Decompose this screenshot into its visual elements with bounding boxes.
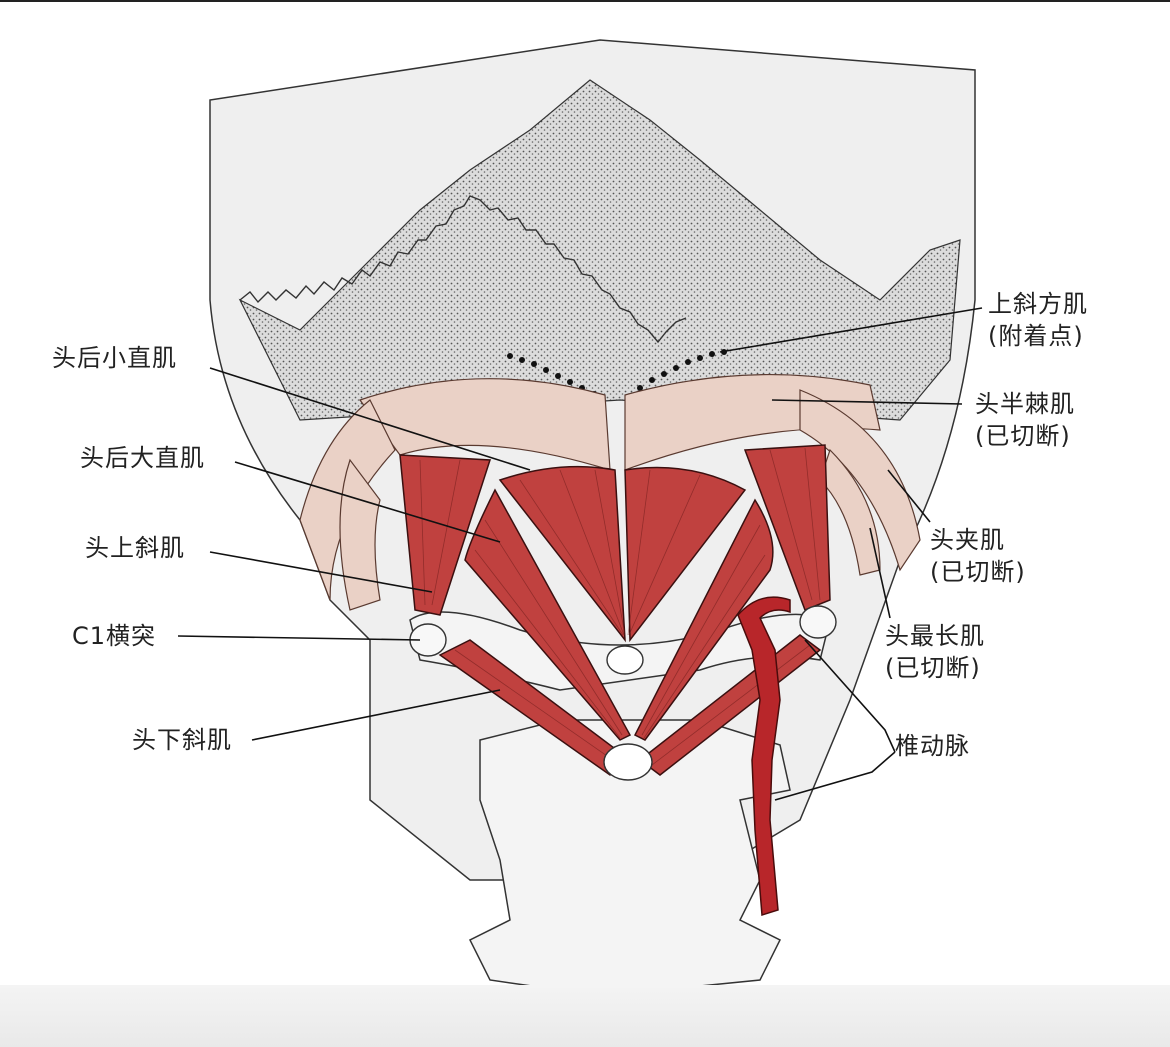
leader-rcp-minor <box>209 367 531 471</box>
leader-rcp-major <box>234 461 501 543</box>
leader-c1 <box>177 635 421 641</box>
label-obliquus-capitis-inferior: 头下斜肌 <box>132 726 232 754</box>
obliquus-capitis-superior <box>399 444 831 616</box>
label-c1-transverse-process: C1横突 <box>72 622 157 650</box>
label-semispinalis-line2: (已切断) <box>975 422 1071 450</box>
leader-oci <box>251 689 501 741</box>
atlas-posterior-tubercle <box>606 645 644 675</box>
bottom-band <box>0 985 1170 1047</box>
rectus-capitis-posterior-major <box>464 488 774 741</box>
label-longissimus-line1: 头最长肌 <box>885 622 985 650</box>
label-trapezius-line2: (附着点) <box>988 322 1084 350</box>
occipital-bone <box>238 79 961 421</box>
top-border <box>0 0 1170 2</box>
label-trapezius-line1: 上斜方肌 <box>988 290 1088 318</box>
leader-semispinalis <box>771 399 963 405</box>
leader-splenius <box>887 469 931 523</box>
label-splenius-line1: 头夹肌 <box>930 526 1005 554</box>
c1-transverse-process-right <box>799 605 837 639</box>
label-trapezius-attachment: 上斜方肌 (附着点) <box>988 288 1088 352</box>
label-vertebral-artery: 椎动脉 <box>895 732 970 760</box>
lambdoid-suture <box>239 195 687 344</box>
label-splenius: 头夹肌 (已切断) <box>930 524 1026 588</box>
label-semispinalis: 头半棘肌 (已切断) <box>975 388 1075 452</box>
label-obliquus-capitis-superior: 头上斜肌 <box>85 534 185 562</box>
label-splenius-line2: (已切断) <box>930 558 1026 586</box>
label-longissimus: 头最长肌 (已切断) <box>885 620 985 684</box>
longissimus-right <box>819 448 881 576</box>
label-rectus-capitis-posterior-minor: 头后小直肌 <box>52 344 177 372</box>
semispinalis-left <box>359 378 611 471</box>
leader-longissimus <box>869 527 891 619</box>
rectus-capitis-posterior-minor <box>498 465 747 643</box>
label-longissimus-line2: (已切断) <box>885 654 981 682</box>
vertebral-artery <box>737 596 791 916</box>
label-rectus-capitis-posterior-major: 头后大直肌 <box>80 444 205 472</box>
leader-ocs <box>209 551 433 593</box>
label-semispinalis-line1: 头半棘肌 <box>975 390 1075 418</box>
leader-vertebral-artery <box>774 639 896 801</box>
leader-trapezius <box>719 307 983 353</box>
axis-spinous-process <box>603 743 653 781</box>
